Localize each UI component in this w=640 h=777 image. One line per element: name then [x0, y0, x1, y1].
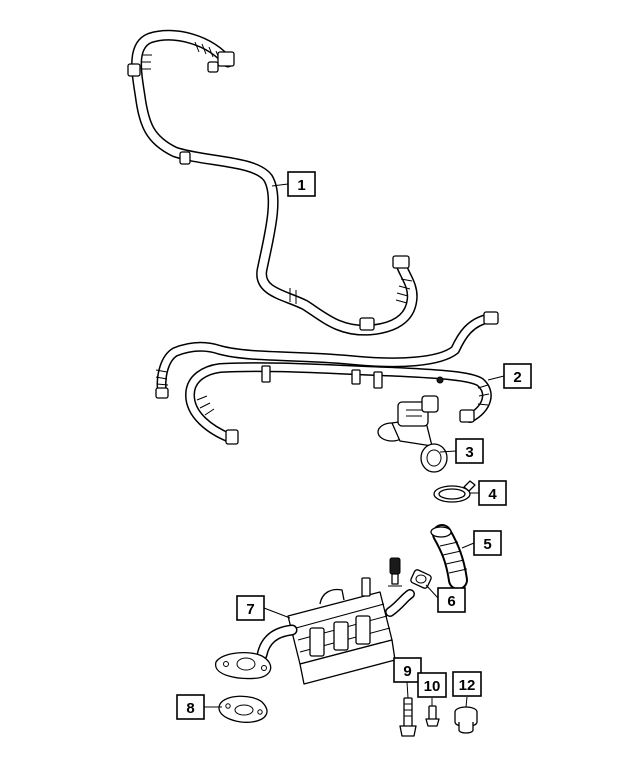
callout-10: 10 [417, 672, 447, 698]
part-4-hose-clamp [433, 480, 476, 503]
callout-2: 2 [503, 363, 532, 389]
callout-4-label: 4 [488, 486, 497, 503]
callout-9: 9 [393, 657, 422, 683]
part-8-gasket [218, 695, 268, 723]
part-3-valve-housing [377, 395, 448, 473]
callout-5: 5 [473, 530, 502, 556]
callout-3: 3 [455, 438, 484, 464]
callout-1: 1 [287, 171, 316, 197]
callout-3-label: 3 [465, 444, 473, 461]
part-1-upper-hose [127, 29, 418, 336]
part-10-bolt [425, 705, 440, 727]
callout-10-label: 10 [424, 678, 441, 695]
callout-5-label: 5 [483, 536, 491, 553]
callout-7: 7 [236, 595, 265, 621]
part-5-short-hose [430, 524, 468, 590]
part-2-hose-assembly [155, 311, 499, 445]
sensor-part [388, 557, 402, 587]
callout-7-label: 7 [246, 601, 254, 618]
callout-6: 6 [437, 587, 466, 613]
part-9-bolt [399, 697, 417, 737]
part-7-cooler-assembly [215, 577, 415, 685]
callout-8-label: 8 [186, 700, 194, 717]
callout-4: 4 [478, 480, 507, 506]
part-12-plug [454, 706, 478, 734]
part-6-fitting [410, 569, 432, 589]
callout-12-label: 12 [459, 677, 476, 694]
callout-8: 8 [176, 694, 205, 720]
callout-1-label: 1 [297, 177, 305, 194]
leader-lines [204, 183, 505, 708]
callout-9-label: 9 [403, 663, 411, 680]
callout-6-label: 6 [447, 593, 455, 610]
callout-12: 12 [452, 671, 482, 697]
callout-2-label: 2 [513, 369, 521, 386]
